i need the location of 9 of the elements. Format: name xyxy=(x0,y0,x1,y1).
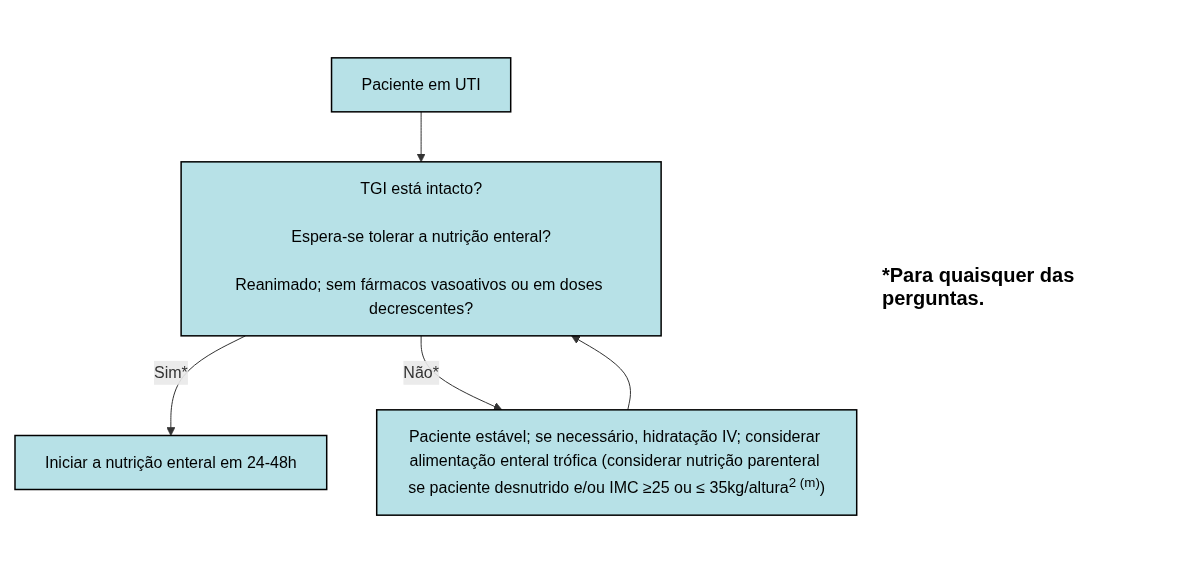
node-box: Paciente estável; se necessário, hidratação IV; considerar alimentação enteral trófica (considerar nutrição parenteral se paciente desnutrido e/ou IMC ≥25 ou ≤ 35kg/altura$^{2 (m)}$) xyxy=(376,409,858,516)
arrow xyxy=(416,111,426,163)
node-box: Iniciar a nutrição enteral em 24-48h xyxy=(14,434,328,491)
node-box: Paciente em UTI xyxy=(330,57,512,113)
node-box: TGI está intacto? Espera-se tolerar a nutrição enteral? Reanimado; sem fármacos vasoativos ou em doses decrescentes? xyxy=(180,161,662,337)
footnote: *Para quaisquer das perguntas. xyxy=(882,263,1076,310)
edge-label: Sim* xyxy=(154,363,188,381)
edge-label: Não* xyxy=(403,363,440,381)
arrow xyxy=(571,335,632,411)
